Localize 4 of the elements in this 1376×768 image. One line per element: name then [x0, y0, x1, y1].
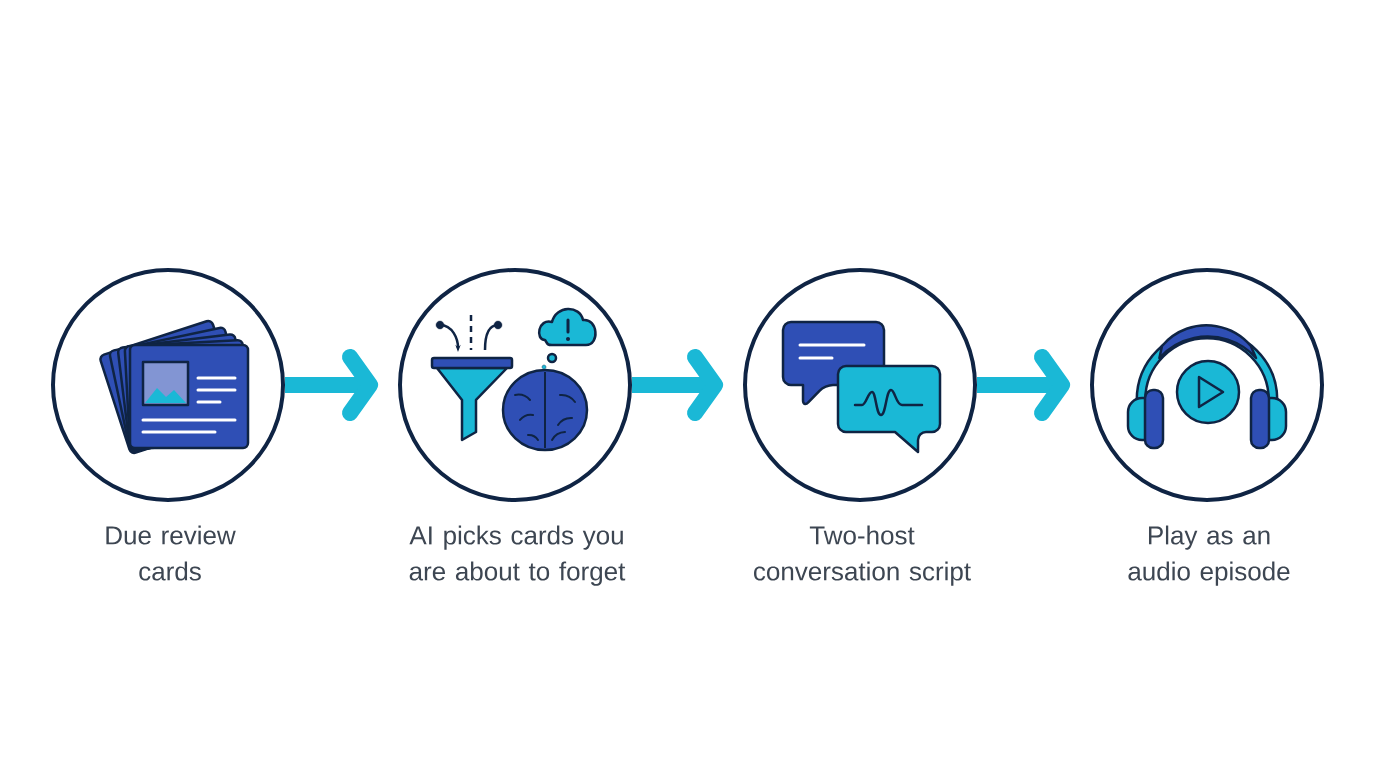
- step-label: AI picks cards you are about to forget: [409, 525, 626, 586]
- step-label: Two-host conversation script: [754, 525, 971, 586]
- step-label: Play as an audio episode: [1128, 525, 1290, 586]
- step-label: Due review cards: [106, 525, 236, 581]
